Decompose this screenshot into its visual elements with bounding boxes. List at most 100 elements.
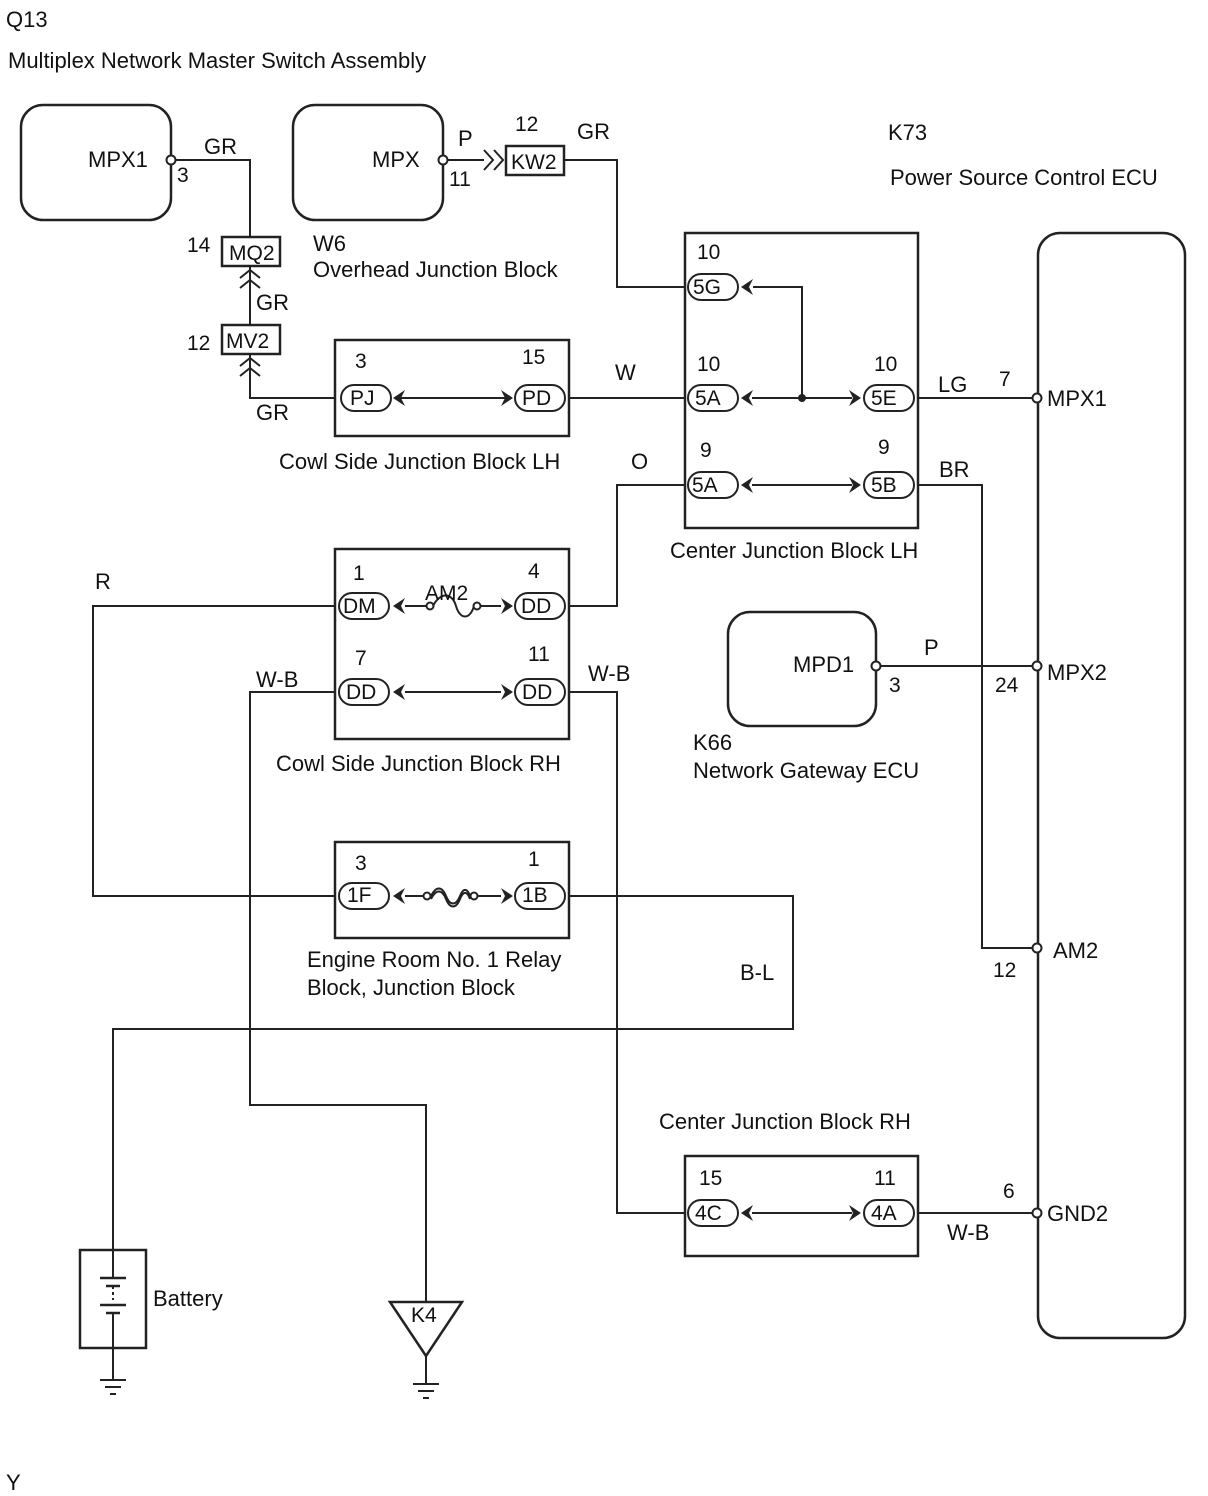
- terminal-arrow-icon: [393, 888, 405, 904]
- wire-color-gr-kw2: GR: [577, 119, 610, 144]
- cowl-rh-fuse-label: AM2: [425, 582, 468, 605]
- cowl-rh-r1-left-label: DM: [343, 595, 376, 618]
- wire-color-o: O: [631, 449, 648, 474]
- center-rh-right-label: 4A: [871, 1202, 897, 1225]
- center-lh-5e-terminal: [863, 384, 915, 412]
- wire-wb-right: [569, 691, 686, 1214]
- ecu-terminal-icon: [1031, 392, 1043, 404]
- battery-label: Battery: [153, 1286, 223, 1311]
- connector-mq2: [220, 235, 282, 268]
- wire-color-p-mpd: P: [924, 635, 939, 660]
- fusible-link-terminal-icon: [422, 891, 432, 901]
- ecu-terminal-icon: [1031, 660, 1043, 672]
- cowl-lh-right-no: 15: [522, 346, 545, 369]
- ground-point-label: K4: [411, 1304, 437, 1327]
- connector-mv2: [220, 323, 282, 356]
- gateway-ecu-pin-no: 3: [889, 674, 901, 697]
- terminal-arrow-icon: [393, 684, 405, 700]
- overhead-jb-title: Overhead Junction Block: [313, 257, 559, 282]
- master-switch-title: Multiplex Network Master Switch Assembly: [8, 48, 426, 73]
- center-lh-top-no: 10: [697, 241, 720, 264]
- cowl-lh-left-terminal: [340, 384, 392, 412]
- wire-color-p-top: P: [458, 126, 473, 151]
- center-rh-block: [683, 1154, 920, 1258]
- cowl-rh-title: Cowl Side Junction Block RH: [276, 751, 561, 776]
- power-ecu-pin-am2-no: 12: [993, 959, 1016, 982]
- master-switch-mpx-label: MPX: [372, 147, 420, 172]
- connector-mv2-label: MV2: [226, 330, 269, 353]
- terminal-arrow-icon: [501, 684, 513, 700]
- center-rh-left-no: 15: [699, 1167, 722, 1190]
- page-footer-code: Y: [6, 1470, 21, 1495]
- connector-mq2-label: MQ2: [229, 242, 275, 265]
- center-lh-row1-left-label: 5A: [695, 387, 721, 410]
- cowl-rh-dd-terminal: [514, 592, 566, 620]
- cowl-rh-r2-left-no: 7: [355, 647, 367, 670]
- center-rh-right-no: 11: [874, 1167, 896, 1190]
- wire-color-w: W: [615, 360, 636, 385]
- wire-color-r: R: [95, 569, 111, 594]
- terminal-arrow-icon: [501, 598, 513, 614]
- cowl-lh-title: Cowl Side Junction Block LH: [279, 449, 560, 474]
- center-rh-4c-terminal: [687, 1199, 739, 1227]
- master-switch-mpx1-pin: 3: [177, 164, 189, 187]
- center-rh-title: Center Junction Block RH: [659, 1109, 911, 1134]
- wire-gr-kw2: [564, 159, 686, 288]
- power-ecu-block: [1036, 231, 1187, 1340]
- master-switch-mpx1-label: MPX1: [88, 147, 148, 172]
- cowl-rh-r1-left-no: 1: [353, 562, 365, 585]
- wire-gr-mv2-pj: [249, 354, 335, 399]
- terminal-arrow-icon: [849, 1205, 861, 1221]
- wire-color-gr-top: GR: [204, 134, 237, 159]
- wire-wb-left: [249, 691, 427, 1302]
- center-lh-row2-left-label: 5A: [692, 474, 718, 497]
- gateway-ecu-pin-label: MPD1: [793, 652, 854, 677]
- engine-room-1b-terminal: [514, 882, 566, 910]
- mpx-terminal-icon: [437, 154, 449, 166]
- engine-room-left-no: 3: [355, 852, 367, 875]
- ecu-terminal-icon: [1031, 942, 1043, 954]
- engine-room-block: [333, 840, 571, 940]
- fuse-am2-icon: [432, 594, 475, 618]
- wire-gr-mpx1: [175, 159, 251, 237]
- wire-color-wb-right: W-B: [588, 661, 630, 686]
- ground-icon: [100, 1379, 126, 1395]
- terminal-arrow-icon: [741, 390, 753, 406]
- cowl-rh-dm-terminal: [338, 592, 390, 620]
- wire-color-wb-bottom: W-B: [947, 1220, 989, 1245]
- power-ecu-code: K73: [888, 120, 927, 145]
- center-lh-5g-terminal: [687, 273, 739, 301]
- terminal-arrow-icon: [501, 390, 513, 406]
- engine-room-left-label: 1F: [347, 884, 372, 907]
- gateway-ecu-title: Network Gateway ECU: [693, 758, 919, 783]
- power-ecu-title: Power Source Control ECU: [890, 165, 1158, 190]
- mpx1-terminal-icon: [165, 154, 177, 166]
- cowl-rh-r2-right-label: DD: [522, 681, 552, 704]
- power-ecu-pin-mpx2-no: 24: [995, 674, 1019, 697]
- cowl-lh-left-no: 3: [355, 350, 367, 373]
- center-rh-left-label: 4C: [695, 1202, 722, 1225]
- terminal-arrow-icon: [393, 598, 405, 614]
- engine-room-right-label: 1B: [522, 884, 548, 907]
- fusible-link-terminal-icon: [469, 891, 479, 901]
- cowl-rh-r2-left-label: DD: [346, 681, 376, 704]
- cowl-rh-block: [333, 547, 571, 741]
- cowl-rh-dd-terminal-2: [338, 678, 390, 706]
- connector-mq2-pin: 14: [187, 234, 211, 257]
- gateway-ecu-code: K66: [693, 730, 732, 755]
- center-lh-row1-left-no: 10: [697, 353, 720, 376]
- connector-kw2: [504, 144, 566, 177]
- cowl-rh-r2-right-no: 11: [528, 643, 550, 666]
- connector-kw2-pin: 12: [515, 113, 538, 136]
- terminal-arrow-icon: [849, 477, 861, 493]
- page-code: Q13: [6, 7, 48, 32]
- cowl-rh-r1-right-no: 4: [528, 560, 540, 583]
- wire-br: [918, 484, 1033, 949]
- mpd1-terminal-icon: [870, 660, 882, 672]
- fusible-link-icon: [430, 890, 471, 908]
- cowl-lh-right-terminal: [514, 384, 566, 412]
- center-lh-row2-right-label: 5B: [871, 474, 897, 497]
- cowl-lh-block: [333, 338, 571, 438]
- center-lh-top-label: 5G: [693, 276, 721, 299]
- center-lh-internal-5g: [753, 286, 803, 398]
